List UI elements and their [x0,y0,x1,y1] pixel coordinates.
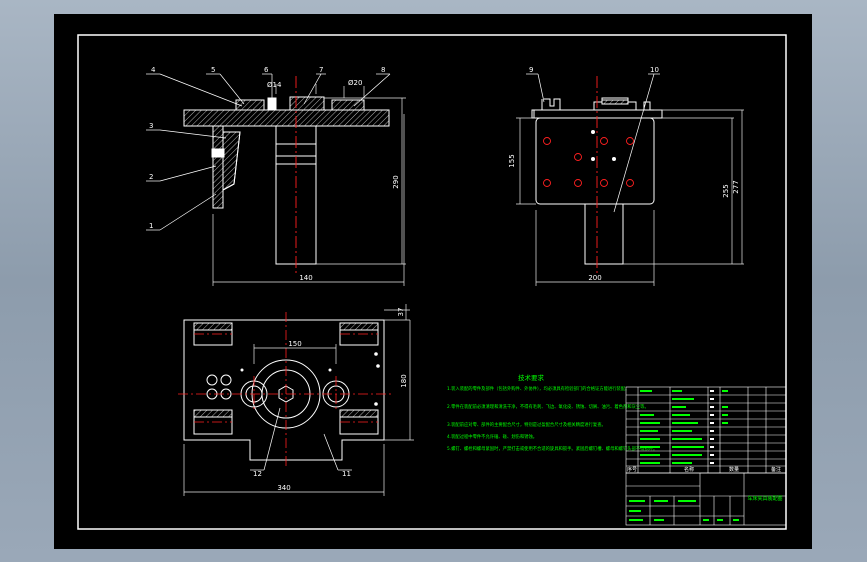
inner-border [77,34,787,530]
dim-front-height: 290 [392,175,400,188]
dim-side-height-left: 155 [508,154,516,167]
side-shaft [584,203,624,265]
side-dimensions [516,109,744,286]
support-plate [212,125,224,209]
tech-req-line-2: 2.零件在装配前必须清理和清洗干净，不得有毛刺、飞边、氧化皮、锈蚀、切屑、油污、… [447,403,649,410]
tech-req-title: 技术要求 [518,373,545,382]
front-dimensions [212,84,406,286]
dim-side-width: 200 [588,274,601,282]
title-block [625,472,787,526]
part-label-11: 11 [342,470,351,478]
support-rib [222,131,241,191]
dim-top-width: 340 [277,484,290,492]
drawing-title: 车床夹具装配图 [747,495,782,502]
part-label-5: 5 [211,66,215,74]
top-centerlines [178,312,392,466]
part-label-6: 6 [264,66,269,74]
top-dimensions [183,304,414,496]
dim-top-height: 180 [400,374,408,387]
top-body-outline [183,319,385,461]
header-qty: 数量 [729,466,739,473]
front-leaders [146,73,391,231]
tech-req-line-3: 3.装配前应对零、部件的主要配合尺寸，特别是过盈配合尺寸及相关精度进行复查。 [447,421,606,428]
part-label-3: 3 [149,122,153,130]
dim-side-height-outer: 277 [732,180,740,193]
part-label-10: 10 [650,66,659,74]
dim-hole-span: 150 [288,340,301,348]
part-label-4: 4 [151,66,156,74]
dim-front-width: 140 [299,274,312,282]
part-label-2: 2 [149,173,153,181]
drawing-sheet: 140 290 Ø14 Ø20 4 5 6 7 8 3 2 1 [54,14,812,549]
tech-req-line-4: 4.装配过程中零件不允许磕、碰、划伤和锈蚀。 [447,433,537,440]
part-label-8: 8 [381,66,385,74]
bracket-bolt [211,148,225,158]
part-label-7: 7 [319,66,323,74]
dim-side-height-inner: 255 [722,184,730,197]
top-view [183,319,385,461]
part-label-12: 12 [253,470,262,478]
side-bolt-holes [543,137,634,187]
front-view [183,96,390,265]
header-name: 名称 [684,466,694,473]
side-body [535,117,655,205]
tech-req-line-5: 5.螺钉、螺栓和螺母紧固时，严禁打击或使用不合适的旋具和扳手。紧固后螺钉槽、螺母… [447,445,657,452]
part-label-1: 1 [149,222,153,230]
header-remark: 备注 [771,466,781,473]
tech-requirements: 技术要求 1.装入装配的零件及部件（包括外购件、外协件），均必须具有检验部门的合… [447,373,657,452]
dim-top-height-small: 37 [397,308,405,317]
header-index: 序号 [627,466,637,473]
tech-req-line-1: 1.装入装配的零件及部件（包括外购件、外协件），均必须具有检验部门的合格证方能进… [447,385,629,392]
dim-hole-dia: Ø20 [348,79,362,87]
part-label-9: 9 [529,66,533,74]
dim-shaft-dia: Ø14 [267,81,282,89]
front-top-plate [183,109,390,127]
cad-drawing: 140 290 Ø14 Ø20 4 5 6 7 8 3 2 1 [77,34,787,530]
